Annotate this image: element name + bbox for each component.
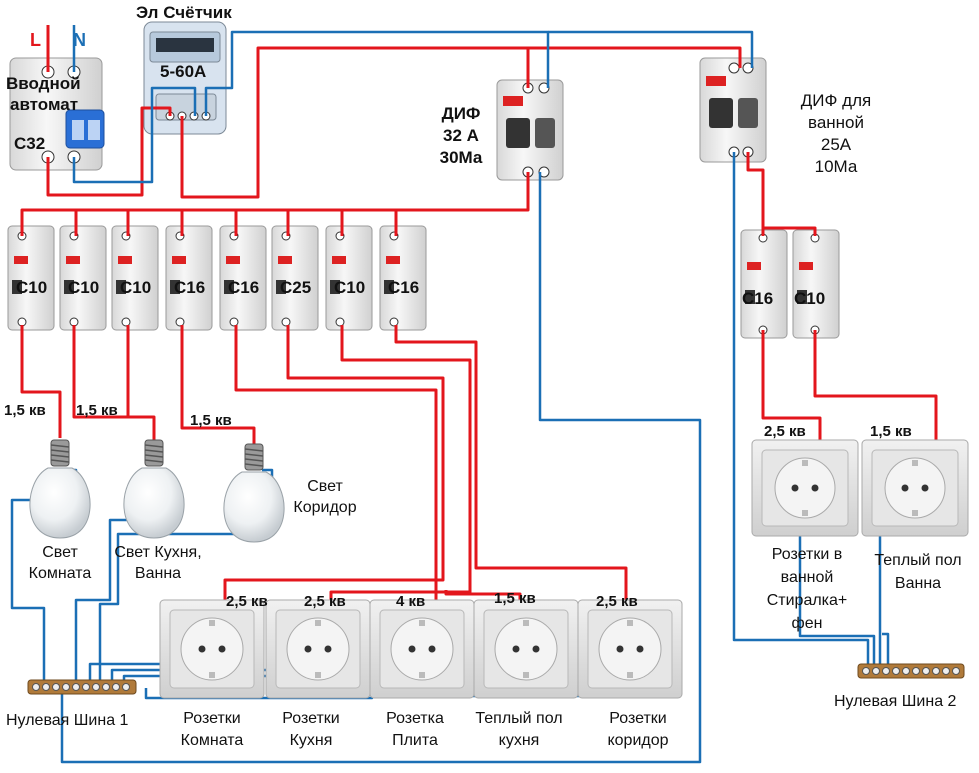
wire-size-sock1: 2,5 кв (226, 593, 268, 610)
group-breaker-3 (111, 225, 159, 331)
wire-size-bath2: 1,5 кв (870, 423, 912, 440)
sock-kitchen-label-2: Кухня (289, 732, 333, 749)
group-breaker-1 (7, 225, 55, 331)
light-bulb-1 (29, 439, 91, 539)
breaker-rating-6: C25 (280, 278, 312, 297)
light-bulb-2 (123, 439, 185, 539)
group-breaker-6 (271, 225, 319, 331)
rcd2-label-4: 10Ма (814, 157, 858, 176)
breaker-rating-3: C10 (120, 278, 152, 297)
sock-room-label-1: Розетки (183, 710, 241, 727)
breaker-rating-1: C10 (16, 278, 48, 297)
bath-socket-2 (861, 439, 969, 537)
main-breaker-title-1: Вводной (6, 74, 81, 93)
bath-socket-1 (751, 439, 859, 537)
group-breakers (7, 225, 427, 331)
group-breaker-2 (59, 225, 107, 331)
sock-corr-label-2: коридор (607, 732, 669, 749)
rcd1-label-1: ДИФ (441, 104, 481, 123)
bath-breaker-rating-1: C16 (742, 289, 774, 308)
bath-breaker-2 (792, 229, 840, 339)
sock-room-label-2: Комната (180, 732, 244, 749)
light-bulb-3 (223, 443, 285, 543)
bath-sock-label-4: фен (791, 615, 823, 632)
rcd1-label-3: 30Ма (439, 148, 483, 167)
socket-2 (265, 599, 371, 699)
socket-row (159, 599, 683, 699)
bath-sock-label-1: Розетки в (771, 546, 843, 563)
rcd1-label-2: 32 А (443, 126, 479, 145)
socket-1 (159, 599, 265, 699)
bath-sock-label-3: Стиралка+ (766, 592, 848, 609)
bath-sock-label-2: ванной (780, 569, 834, 586)
lamp-corridor-label-2: Коридор (293, 499, 357, 516)
bath-floor-label-1: Теплый пол (874, 552, 962, 569)
wire-size-sock3: 4 кв (396, 593, 426, 610)
rcd-bath (699, 57, 767, 163)
breaker-rating-8: C16 (388, 278, 420, 297)
neutral-bus-1-label: Нулевая Шина 1 (6, 712, 129, 729)
rcd2-label-3: 25А (820, 135, 852, 154)
neutral-bus-2-label: Нулевая Шина 2 (834, 693, 957, 710)
wire-size-sock4: 1,5 кв (494, 590, 536, 607)
bath-floor-label-2: Ванна (894, 575, 942, 592)
main-breaker-title-2: автомат (10, 95, 79, 114)
lamp-room-label-1: Свет (42, 544, 78, 561)
group-breaker-4 (165, 225, 213, 331)
breaker-rating-4: C16 (174, 278, 206, 297)
main-breaker-rating: C32 (14, 134, 46, 153)
rcd2-label-1: ДИФ для (800, 91, 872, 110)
phase-wires (20, 25, 938, 632)
sock-floor-label-2: кухня (498, 732, 540, 749)
neutral-bus-2 (857, 663, 965, 679)
bath-socket-row (751, 439, 969, 537)
lamp-kitchen-label-1: Свет Кухня, (114, 544, 202, 561)
bath-breakers (740, 229, 840, 339)
lamp-room-label-2: Комната (28, 565, 92, 582)
breaker-rating-7: C10 (334, 278, 366, 297)
label-N: N (73, 30, 86, 50)
wire-size-lamp2: 1,5 кв (76, 402, 118, 419)
group-breaker-7 (325, 225, 373, 331)
sock-stove-label-1: Розетка (386, 710, 444, 727)
rcd2-label-2: ванной (807, 113, 865, 132)
wire-size-sock2: 2,5 кв (304, 593, 346, 610)
socket-4 (473, 599, 579, 699)
meter-range: 5-60A (160, 62, 207, 81)
breaker-rating-2: C10 (68, 278, 100, 297)
wire-size-lamp3: 1,5 кв (190, 412, 232, 429)
socket-3 (369, 599, 475, 699)
wire-size-bath1: 2,5 кв (764, 423, 806, 440)
light-bulbs (29, 439, 285, 543)
group-breaker-8 (379, 225, 427, 331)
breaker-rating-5: C16 (228, 278, 260, 297)
sock-stove-label-2: Плита (392, 732, 438, 749)
bath-breaker-rating-2: C10 (794, 289, 826, 308)
sock-floor-label-1: Теплый пол (475, 710, 563, 727)
neutral-bus-1 (27, 679, 137, 695)
bath-breaker-1 (740, 229, 788, 339)
group-breaker-5 (219, 225, 267, 331)
sock-corr-label-1: Розетки (609, 710, 667, 727)
wire-size-sock5: 2,5 кв (596, 593, 638, 610)
wire-size-lamp1: 1,5 кв (4, 402, 46, 419)
socket-5 (577, 599, 683, 699)
rcd-main (496, 79, 564, 181)
lamp-corridor-label-1: Свет (307, 478, 343, 495)
label-L: L (30, 30, 41, 50)
sock-kitchen-label-1: Розетки (282, 710, 340, 727)
lamp-kitchen-label-2: Ванна (134, 565, 182, 582)
meter-title: Эл Счётчик (136, 3, 232, 22)
